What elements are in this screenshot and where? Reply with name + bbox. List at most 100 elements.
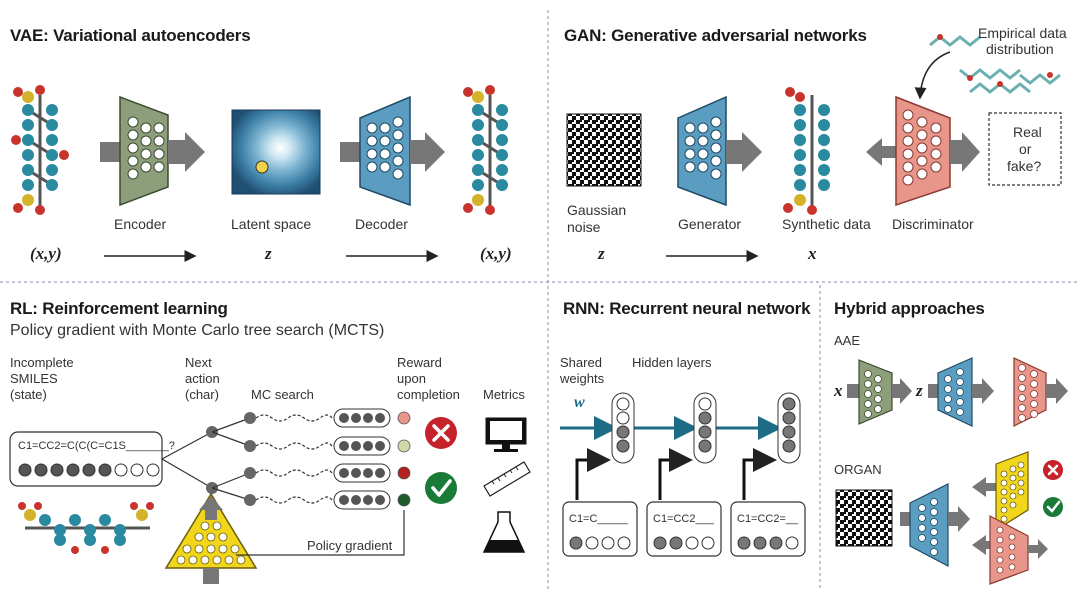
rl-title: RL: Reinforcement learning	[10, 299, 228, 318]
reward-dot-2	[397, 439, 411, 453]
tree-branch-1	[161, 431, 213, 460]
hybrid-title: Hybrid approaches	[834, 299, 985, 318]
noise-label-2: noise	[567, 219, 601, 235]
next-action-label-1: Next	[185, 355, 212, 370]
aae-label: AAE	[834, 333, 861, 348]
mc-rollouts	[255, 414, 333, 504]
rnn-cell-1	[611, 392, 635, 464]
rnn-title: RNN: Recurrent neural network	[563, 299, 811, 318]
encoder-nodes	[127, 116, 165, 180]
rnn-input-arrow-3	[742, 448, 777, 500]
vae-input-molecule	[11, 85, 69, 215]
vae-output-molecule	[463, 85, 508, 215]
rnn-seq-2: C1=CC2___	[653, 513, 714, 525]
policy-gradient-line	[236, 510, 405, 556]
gan-synthetic-molecule	[783, 87, 830, 215]
tree-leaf-3	[244, 467, 256, 479]
rnn-input-arrow-1	[575, 448, 611, 500]
aae-decoder	[937, 357, 973, 427]
vae-title: VAE: Variational autoencoders	[10, 26, 251, 45]
or-label: or	[1019, 141, 1032, 157]
shared-weights-label-2: weights	[560, 371, 605, 386]
shared-weights-label-1: Shared	[560, 355, 602, 370]
policy-gradient-label: Policy gradient	[307, 538, 393, 553]
policy-network	[164, 492, 258, 569]
reward-dot-1	[397, 411, 411, 425]
rnn-input-dots	[569, 536, 799, 550]
fake-label: fake?	[1007, 158, 1042, 174]
policy-up-arrow	[199, 496, 223, 520]
reward-dot-3	[397, 466, 411, 480]
aae-x-var: x	[834, 381, 843, 400]
organ-discriminator	[989, 515, 1029, 585]
decoder-nodes	[366, 116, 404, 180]
hidden-layers-label: Hidden layers	[632, 355, 712, 370]
discriminator-label: Discriminator	[892, 216, 974, 232]
rnn-input-arrow-2	[658, 448, 693, 500]
decoder-label: Decoder	[355, 216, 408, 232]
vae-latent-var: z	[265, 244, 272, 263]
generator-label: Generator	[678, 216, 742, 232]
policy-bottom-arrow	[203, 568, 219, 584]
latent-space-plot	[231, 109, 321, 195]
rnn-seq-1: C1=C_____	[569, 513, 629, 525]
reward-label-3: completion	[397, 387, 460, 402]
ruler-icon	[483, 461, 531, 497]
real-label: Real	[1013, 124, 1042, 140]
incomplete-label-1: Incomplete	[10, 355, 74, 370]
discriminator-nodes	[902, 109, 942, 186]
empirical-arrow	[914, 51, 951, 100]
rnn-cell-2	[693, 392, 717, 464]
smiles-string: C1=CC2=C(C(C=C1S_______?	[18, 440, 175, 452]
next-action-label-3: (char)	[185, 387, 219, 402]
organ-generator	[909, 483, 949, 567]
empirical-label-2: distribution	[986, 41, 1054, 57]
rl-molecule	[18, 502, 154, 554]
incomplete-label-2: SMILES	[10, 371, 58, 386]
mc-search-label: MC search	[251, 387, 314, 402]
vae-arrow-1-head	[168, 132, 205, 172]
metrics-label: Metrics	[483, 387, 525, 402]
tree-branch-2	[161, 458, 213, 489]
gan-title: GAN: Generative adversarial networks	[564, 26, 867, 45]
generator-arrow	[726, 132, 762, 172]
next-action-label-2: action	[185, 371, 220, 386]
vae-input-var: (x,y)	[30, 244, 62, 263]
organ-label: ORGAN	[834, 462, 882, 477]
aae-encoder	[858, 359, 893, 425]
vae-arrow-1-tail	[100, 142, 120, 162]
reward-label-2: upon	[397, 371, 426, 386]
reward-label-1: Reward	[397, 355, 442, 370]
rnn-seq-3: C1=CC2=__	[737, 513, 799, 525]
rnn-cell-3	[777, 392, 801, 464]
tree-leaf-2	[244, 440, 256, 452]
flask-icon	[482, 511, 526, 553]
accept-icon	[425, 472, 457, 504]
noise-label-1: Gaussian	[567, 202, 627, 218]
shared-weights-w: w	[574, 394, 585, 411]
tree-leaf-1	[244, 412, 256, 424]
gan-data-var: x	[808, 244, 817, 263]
discriminator-out-arrow	[950, 132, 980, 172]
latent-point	[255, 160, 269, 174]
monitor-icon	[485, 417, 527, 452]
discriminator-left-arrow	[866, 138, 896, 166]
encoder-label: Encoder	[114, 216, 167, 232]
organ-accept-icon	[1043, 497, 1063, 517]
tree-leaf-4	[244, 494, 256, 506]
vae-output-var: (x,y)	[480, 244, 512, 263]
gaussian-noise-image	[566, 113, 642, 187]
empirical-molecules	[929, 34, 1061, 94]
vae-arrow-2-tail	[340, 142, 360, 162]
organ-noise-image	[835, 489, 893, 547]
synthetic-data-label: Synthetic data	[782, 216, 871, 232]
real-or-fake-box	[988, 112, 1062, 186]
reward-dot-4	[397, 493, 411, 507]
completed-sequences	[333, 408, 391, 510]
rl-subtitle: Policy gradient with Monte Carlo tree se…	[10, 322, 385, 339]
incomplete-label-3: (state)	[10, 387, 47, 402]
latent-space-label: Latent space	[231, 216, 312, 232]
smiles-state-dots	[18, 463, 160, 477]
